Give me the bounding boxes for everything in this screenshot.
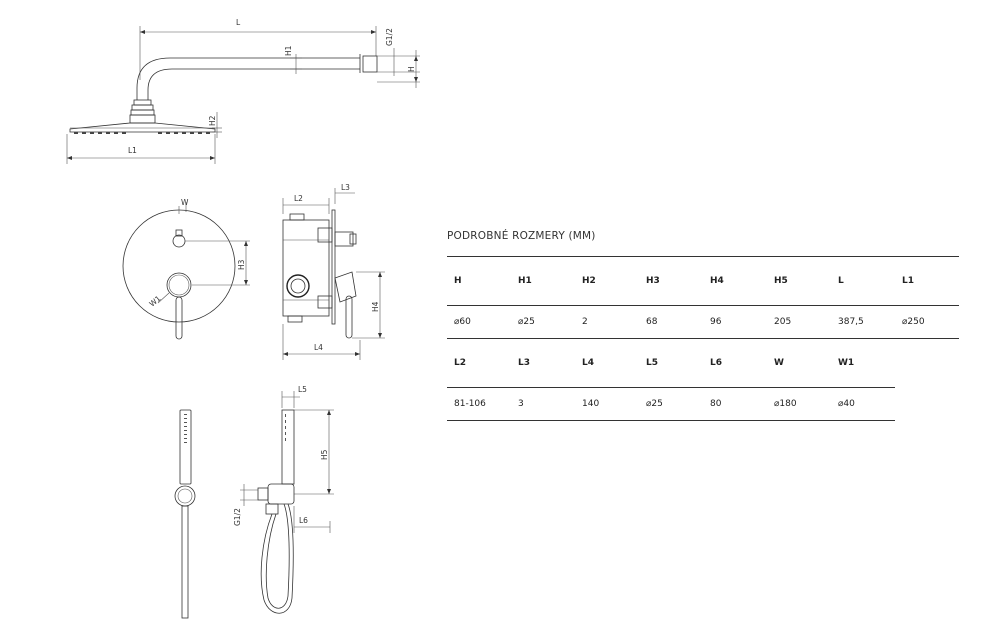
dim-label-H: H (407, 66, 416, 72)
table-cell: 387,5 (831, 305, 895, 339)
table-header-cell: L1 (895, 256, 959, 306)
table-header-cell: L5 (639, 339, 703, 388)
dim-label-H4: H4 (371, 301, 380, 312)
hand-shower-front-drawing (174, 409, 196, 619)
table-row: 81-106 3 140 ⌀25 80 ⌀180 ⌀40 (447, 387, 895, 421)
dim-label-L6: L6 (299, 516, 308, 525)
table-header-row: L2 L3 L4 L5 L6 W W1 (447, 339, 895, 388)
shower-head-drawing: L H1 G1/2 H (66, 18, 420, 164)
table-cell: 140 (575, 387, 639, 421)
dim-label-G12-bottom: G1/2 (233, 508, 242, 526)
dim-label-W: W (181, 198, 189, 207)
dim-label-H3: H3 (237, 259, 246, 270)
table-cell: 3 (511, 387, 575, 421)
table-cell: 96 (703, 305, 767, 339)
table-cell: 2 (575, 305, 639, 339)
table-header-cell: L3 (511, 339, 575, 388)
dimensions-table-1: H H1 H2 H3 H4 H5 L L1 ⌀60 ⌀25 2 68 96 20… (447, 256, 959, 339)
table-header-cell: L6 (703, 339, 767, 388)
table-header-cell: L (831, 256, 895, 306)
table-header-cell: H (447, 256, 511, 306)
dim-label-L4: L4 (314, 343, 323, 352)
dim-label-W1: W1 (148, 294, 163, 309)
table-cell: ⌀250 (895, 305, 959, 339)
dimensions-table-2: L2 L3 L4 L5 L6 W W1 81-106 3 140 ⌀25 80 … (447, 339, 895, 421)
table-header-cell: L4 (575, 339, 639, 388)
table-cell: ⌀60 (447, 305, 511, 339)
table-cell: ⌀25 (639, 387, 703, 421)
table-cell: ⌀25 (511, 305, 575, 339)
dim-label-L3: L3 (341, 183, 350, 192)
dim-label-L1: L1 (128, 146, 137, 155)
table-cell: ⌀40 (831, 387, 895, 421)
table-header-cell: W1 (831, 339, 895, 388)
dim-label-H1: H1 (284, 45, 293, 56)
dim-label-G12-top: G1/2 (385, 28, 394, 46)
hand-shower-side-drawing: L5 H5 G1/2 L6 (233, 385, 334, 614)
table-header-cell: H1 (511, 256, 575, 306)
table-cell: 68 (639, 305, 703, 339)
table-header-cell: H5 (767, 256, 831, 306)
dimensions-spec: PODROBNÉ ROZMERY (MM) H H1 H2 H3 H4 H5 L… (447, 230, 959, 421)
table-header-cell: W (767, 339, 831, 388)
dim-label-L5: L5 (298, 385, 307, 394)
table-header-cell: L2 (447, 339, 511, 388)
dim-label-H2: H2 (208, 115, 217, 126)
table-cell: ⌀180 (767, 387, 831, 421)
spec-title: PODROBNÉ ROZMERY (MM) (447, 230, 596, 242)
dim-label-L: L (236, 18, 241, 27)
table-header-row: H H1 H2 H3 H4 H5 L L1 (447, 256, 959, 306)
mixer-side-drawing: L2 L3 H4 L4 (282, 183, 385, 360)
table-cell: 81-106 (447, 387, 511, 421)
table-cell: 205 (767, 305, 831, 339)
dim-label-L2: L2 (294, 194, 303, 203)
mixer-front-drawing: W W1 H3 (122, 198, 250, 340)
table-header-cell: H3 (639, 256, 703, 306)
table-header-cell: H4 (703, 256, 767, 306)
table-header-cell: H2 (575, 256, 639, 306)
table-row: ⌀60 ⌀25 2 68 96 205 387,5 ⌀250 (447, 305, 959, 339)
table-cell: 80 (703, 387, 767, 421)
dim-label-H5: H5 (320, 449, 329, 460)
